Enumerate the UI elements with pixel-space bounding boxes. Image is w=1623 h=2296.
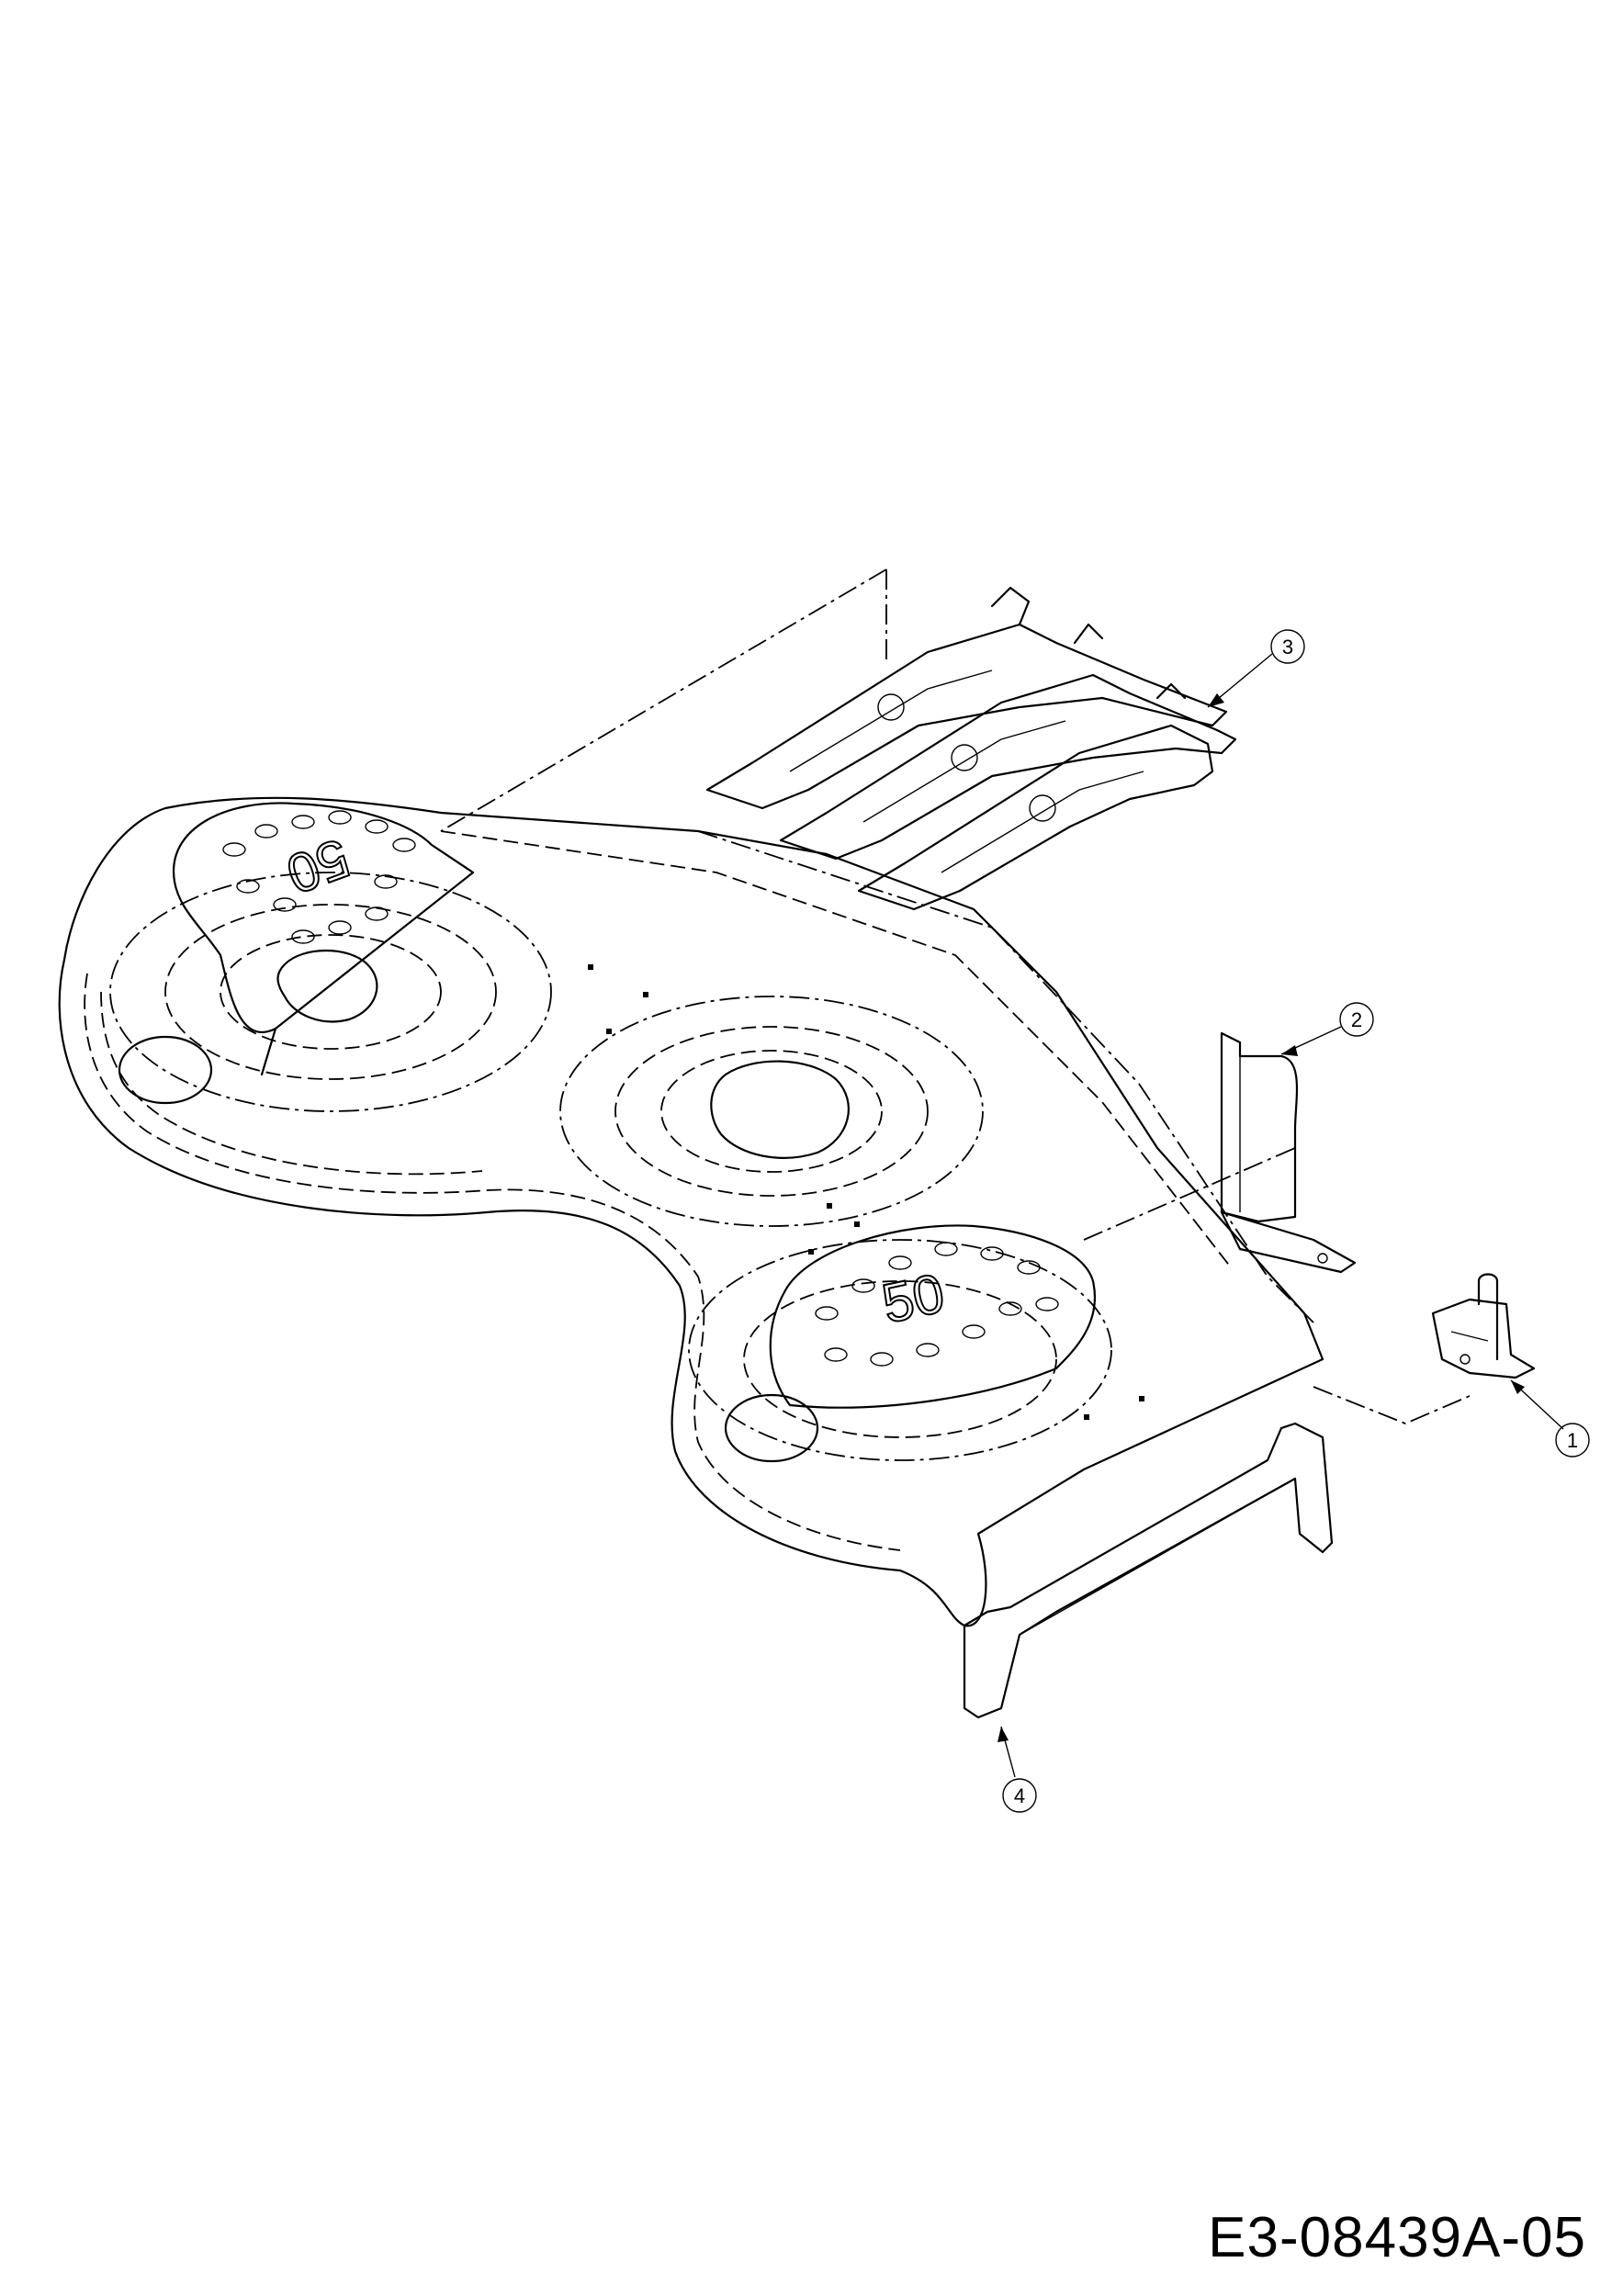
callout-1: 1	[1510, 1379, 1590, 1458]
callout-3: 3	[1207, 629, 1305, 708]
baffle-skirt	[963, 1422, 1334, 1719]
drawing-code: E3-08439A-05	[1208, 2206, 1586, 2269]
callout-2: 2	[1280, 1002, 1374, 1056]
left-cover-marking: 50	[279, 827, 358, 906]
callout-1-label: 1	[1567, 1429, 1578, 1452]
callout-3-label: 3	[1282, 636, 1293, 658]
blade-set	[705, 586, 1237, 911]
callout-4: 4	[997, 1726, 1037, 1813]
callout-2-label: 2	[1351, 1008, 1362, 1031]
deflector	[1220, 1031, 1357, 1274]
assembly-lines	[440, 568, 1471, 1424]
right-cover-marking: 50	[877, 1262, 950, 1334]
mower-deck-housing: 50 50	[58, 796, 1324, 1627]
callout-4-label: 4	[1014, 1784, 1025, 1807]
mounting-bracket	[1431, 1273, 1536, 1379]
